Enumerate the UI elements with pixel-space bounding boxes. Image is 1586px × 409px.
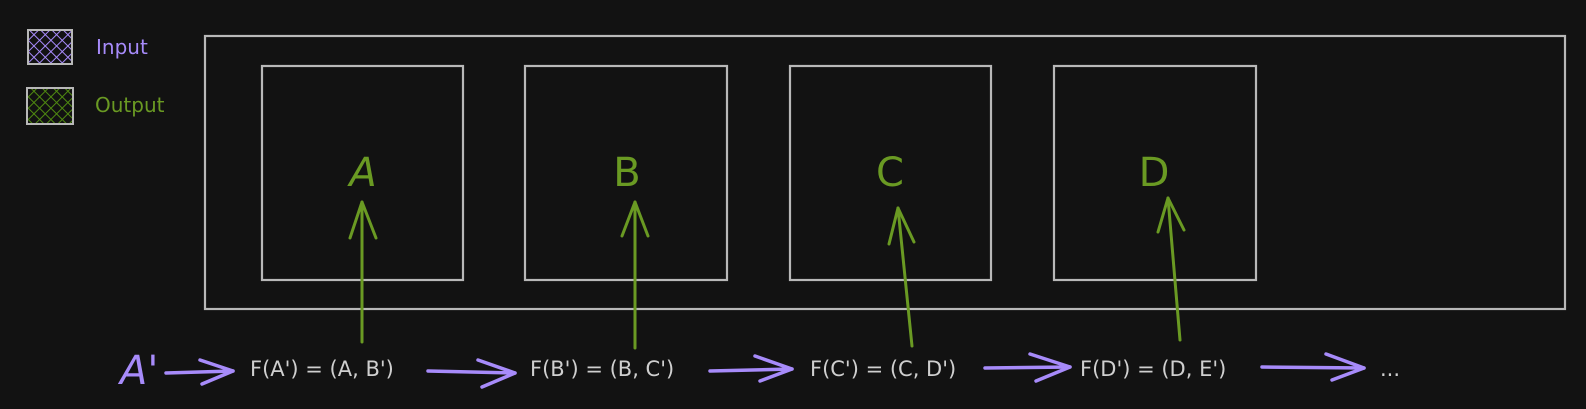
input-arrow-5-icon (1260, 352, 1366, 382)
input-arrow-3-icon (708, 354, 794, 383)
legend-label-input: Input (96, 35, 148, 59)
input-arrow-1-icon (164, 358, 235, 386)
input-arrow-2-icon (426, 358, 517, 389)
box-label-c: C (876, 150, 904, 196)
box-c: C (788, 64, 993, 282)
box-b: B (523, 64, 729, 282)
chain-step-2: F(B') = (B, C') (530, 357, 674, 381)
output-arrow-c-icon (887, 206, 916, 348)
output-arrow-b-icon (620, 200, 650, 350)
chain-end: ... (1380, 357, 1400, 381)
chain-start: A' (117, 348, 158, 394)
chain-step-3: F(C') = (C, D') (810, 357, 956, 381)
memory-container (203, 34, 1567, 311)
output-swatch-icon (26, 87, 74, 125)
output-arrow-d-icon (1156, 196, 1186, 342)
output-arrow-a-icon (348, 200, 378, 344)
input-arrow-4-icon (983, 352, 1072, 383)
legend-item-input: Input (27, 29, 148, 65)
input-swatch-icon (27, 29, 73, 65)
box-d: D (1052, 64, 1258, 282)
legend-label-output: Output (95, 93, 165, 117)
chain-step-1: F(A') = (A, B') (250, 357, 394, 381)
box-label-b: B (613, 150, 640, 196)
legend: Input Output (26, 29, 165, 125)
chain-step-4: F(D') = (D, E') (1080, 357, 1226, 381)
box-label-a: A (346, 150, 376, 196)
box-label-d: D (1139, 150, 1170, 196)
legend-item-output: Output (26, 87, 165, 125)
